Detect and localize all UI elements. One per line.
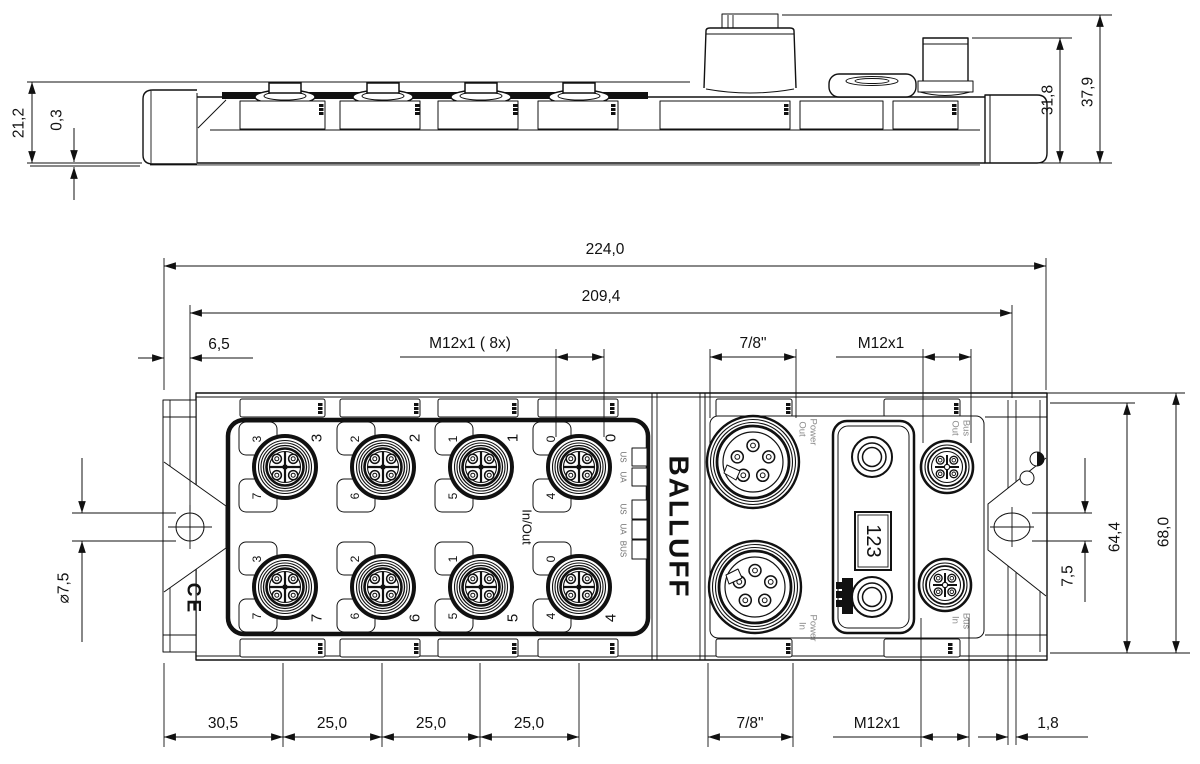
side-power-connector bbox=[703, 13, 797, 94]
side-view: 21,2 0,3 31,8 37,9 bbox=[11, 13, 1112, 200]
front-dimensions: 224,0 209,4 6,5 M12x1 ( 8x) 7/8" M12x1 bbox=[56, 241, 1190, 747]
dim-bus-thread-bottom: M12x1 bbox=[854, 715, 901, 732]
display-panel: 123 bbox=[831, 419, 916, 635]
port-pin-label: 4 bbox=[544, 612, 558, 619]
right-mounting-plate bbox=[985, 400, 1047, 745]
port-number: 4 bbox=[603, 614, 620, 622]
dim-port-pitch: 25,0 bbox=[317, 715, 348, 732]
power-out-label: Power bbox=[808, 419, 819, 446]
side-left-bracket bbox=[142, 89, 197, 165]
power-out-label: Out bbox=[797, 421, 808, 437]
led-label-us2: US bbox=[619, 503, 628, 514]
port-pin-label: 6 bbox=[348, 492, 362, 499]
dim-mount-hole-right: 7,5 bbox=[1060, 565, 1077, 587]
port-number: 3 bbox=[309, 434, 326, 442]
fixing-point bbox=[1019, 470, 1035, 486]
dim-edge-to-hole: 6,5 bbox=[208, 336, 230, 353]
power-out-connector bbox=[705, 414, 801, 510]
port-pin-label: 1 bbox=[446, 555, 460, 562]
dim-connector-height: 31,8 bbox=[1040, 85, 1057, 115]
io-label: In/Out bbox=[520, 509, 535, 545]
side-right-endcap bbox=[984, 94, 1048, 164]
dim-mount-hole-left: ⌀7,5 bbox=[56, 573, 73, 604]
bus-out-connector bbox=[919, 439, 975, 495]
port-pin-label: 7 bbox=[250, 612, 264, 619]
dim-power-thread-bottom: 7/8" bbox=[736, 715, 763, 732]
logo-panel: BALLUFF bbox=[651, 393, 706, 660]
bus-out-label: Out bbox=[950, 420, 961, 436]
port-pin-label: 2 bbox=[348, 435, 362, 442]
dim-plate-offset: 0,3 bbox=[49, 109, 66, 131]
side-display-dome bbox=[828, 73, 917, 98]
dim-port-thread: M12x1 ( 8x) bbox=[429, 335, 511, 352]
led-label-ua: UA bbox=[619, 471, 628, 483]
port-pin-label: 5 bbox=[446, 612, 460, 619]
dim-power-thread-top: 7/8" bbox=[739, 335, 766, 352]
power-in-label: Power bbox=[808, 615, 819, 642]
dim-total-width: 224,0 bbox=[586, 241, 625, 258]
port-pin-label: 0 bbox=[544, 435, 558, 442]
ce-mark: CE bbox=[183, 583, 204, 615]
status-leds: US UA US UA BUS bbox=[619, 447, 648, 560]
side-m12-connector bbox=[917, 37, 974, 96]
port-pin-label: 1 bbox=[446, 435, 460, 442]
port-pin-label: 5 bbox=[446, 492, 460, 499]
port-number: 6 bbox=[407, 614, 424, 622]
dim-port-pitch: 25,0 bbox=[514, 715, 545, 732]
bus-module: Power Out Power In 123 bbox=[705, 414, 985, 642]
port-pin-label: 7 bbox=[250, 492, 264, 499]
bus-out-label: Bus bbox=[961, 420, 972, 437]
led-label-ua2: UA bbox=[619, 523, 628, 535]
display-window bbox=[854, 511, 892, 571]
dim-housing-height: 21,2 bbox=[11, 108, 28, 138]
front-view: CE 3 7 3 3 7 7 2 6 2 2 6 6 1 5 1 1 5 5 0… bbox=[56, 241, 1190, 747]
dim-total-height-side: 37,9 bbox=[1080, 77, 1097, 107]
dim-bus-thread-top: M12x1 bbox=[858, 335, 905, 352]
left-mounting-plate: CE bbox=[162, 399, 227, 653]
dim-port-pitch: 25,0 bbox=[416, 715, 447, 732]
button-bottom bbox=[851, 576, 893, 618]
power-in-label: In bbox=[797, 622, 808, 630]
led-label-bus: BUS bbox=[619, 541, 628, 557]
port-number: 0 bbox=[603, 434, 620, 442]
port-pin-label: 0 bbox=[544, 555, 558, 562]
dim-face-height: 64,4 bbox=[1107, 522, 1124, 553]
port-number: 7 bbox=[309, 614, 326, 622]
bus-in-label: In bbox=[950, 616, 961, 624]
port-pin-label: 2 bbox=[348, 555, 362, 562]
balluff-logo: BALLUFF bbox=[664, 455, 695, 598]
dim-total-height-front: 68,0 bbox=[1156, 517, 1173, 548]
button-top bbox=[851, 436, 893, 478]
dim-edge-to-port: 30,5 bbox=[208, 715, 238, 732]
dim-hole-spacing: 209,4 bbox=[582, 288, 621, 305]
bus-in-label: Bus bbox=[961, 613, 972, 630]
service-port-icon bbox=[836, 578, 853, 614]
port-pin-label: 4 bbox=[544, 492, 558, 499]
power-in-connector bbox=[707, 539, 803, 635]
port-pin-label: 3 bbox=[250, 435, 264, 442]
port-number: 5 bbox=[505, 614, 522, 622]
bus-in-connector bbox=[917, 557, 973, 613]
port-pin-label: 3 bbox=[250, 555, 264, 562]
port-number: 1 bbox=[505, 434, 522, 442]
io-module: 3 7 3 3 7 7 2 6 2 2 6 6 1 5 1 1 5 5 0 4 … bbox=[225, 417, 651, 637]
display-value: 123 bbox=[862, 524, 884, 557]
side-dimensions: 21,2 0,3 31,8 37,9 bbox=[11, 14, 1112, 200]
side-top-strip bbox=[222, 92, 648, 99]
port-number: 2 bbox=[407, 434, 424, 442]
led-label-us: US bbox=[619, 451, 628, 462]
dim-plate-thickness: 1,8 bbox=[1037, 715, 1059, 732]
port-pin-label: 6 bbox=[348, 612, 362, 619]
